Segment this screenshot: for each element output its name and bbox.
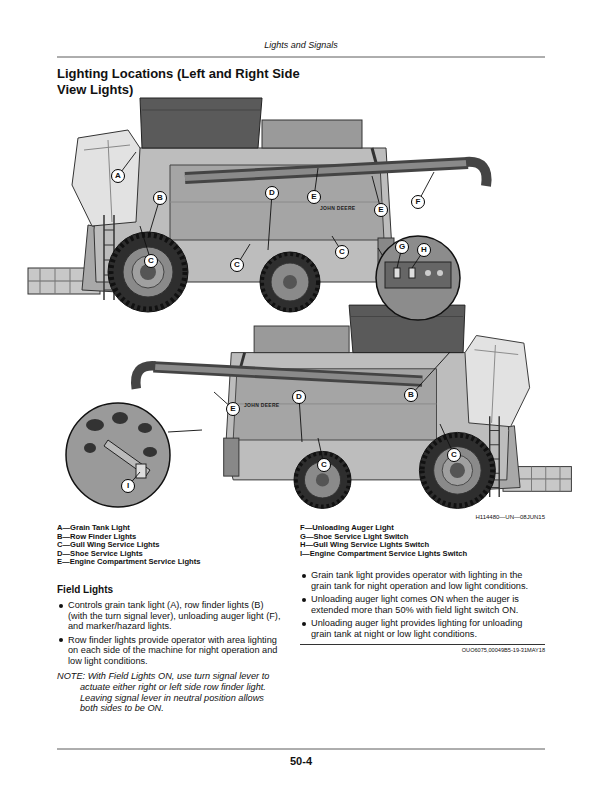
illustration-part <box>411 352 450 395</box>
illustration-part <box>138 423 152 433</box>
callout-circle: C <box>230 258 244 272</box>
callout-key: I—Engine Compartment Service Lights Swit… <box>300 550 545 559</box>
callout-circle: C <box>335 245 349 259</box>
illustration-part <box>394 268 400 278</box>
page-title: Lighting Locations (Left and Right Side … <box>57 66 307 97</box>
reference-code: OUO6075,00049B5-19-31MAY18 <box>300 647 545 653</box>
callout-letter: E <box>378 206 383 214</box>
bullet-dot <box>302 622 306 626</box>
callout-circle: G <box>395 240 409 254</box>
callout-letter: A <box>115 172 121 180</box>
callout-circle: C <box>447 448 461 462</box>
callout-letter: B <box>157 194 163 202</box>
callout-letter: C <box>321 461 327 469</box>
brand-logo: JOHN DEERE <box>244 403 289 409</box>
callout-circle: D <box>265 186 279 200</box>
illustration-part <box>84 443 96 453</box>
callout-circle: B <box>153 191 167 205</box>
callout-letter: G <box>399 243 405 251</box>
callout-letter: E <box>311 193 316 201</box>
callout-key: E—Engine Compartment Service Lights <box>57 558 297 567</box>
leader-lines <box>118 152 454 486</box>
callout-key: D—Shoe Service Lights <box>57 550 297 559</box>
bullet-dot <box>302 598 306 602</box>
callout-key: B—Row Finder Lights <box>57 533 297 542</box>
illustration-part <box>425 270 431 276</box>
bullet-text: Grain tank light provides operator with … <box>311 570 545 591</box>
callout-circle: F <box>411 195 425 209</box>
callout-key: H—Gull Wing Service Lights Switch <box>300 541 545 550</box>
illustration-part <box>66 403 170 507</box>
running-header: Lights and Signals <box>57 40 545 50</box>
bullet-text: Unloading auger light provides lighting … <box>311 618 545 639</box>
engine-switch-inset <box>66 403 202 507</box>
illustration-part <box>268 193 272 250</box>
illustration-part <box>376 236 460 320</box>
switch-inset <box>376 236 460 320</box>
callout-letter: D <box>269 189 275 197</box>
callout-letter: C <box>339 248 345 256</box>
callout-letter: C <box>234 261 240 269</box>
callout-letter: B <box>408 391 414 399</box>
illustration-part <box>112 412 128 424</box>
illustration-part <box>86 419 104 431</box>
callout-key: G—Shoe Service Light Switch <box>300 533 545 542</box>
figure-code: H114480—UN—08JUN15 <box>300 514 545 521</box>
callout-letter: D <box>296 393 302 401</box>
page-number: 50-4 <box>57 755 545 768</box>
callout-circle: C <box>317 458 331 472</box>
bullet-text: Unloading auger light comes ON when the … <box>311 594 545 615</box>
callout-circle: E <box>226 402 240 416</box>
callout-key: F—Unloading Auger Light <box>300 524 545 533</box>
callout-circle: E <box>374 203 388 217</box>
callout-circle: B <box>404 388 418 402</box>
note-text: NOTE: With Field Lights ON, use turn sig… <box>57 671 283 713</box>
callout-key: A—Grain Tank Light <box>57 524 297 533</box>
illustration-part <box>409 268 415 278</box>
callout-circle: I <box>121 479 135 493</box>
illustration-part <box>143 447 157 457</box>
callout-circle: H <box>417 243 431 257</box>
callout-letter: E <box>230 405 235 413</box>
section-rule <box>300 644 545 645</box>
callout-circle: D <box>292 390 306 404</box>
illustration-part <box>168 430 202 432</box>
section-heading: Field Lights <box>57 584 277 596</box>
illustration-part <box>136 464 146 478</box>
callout-letter: I <box>127 482 129 490</box>
callout-circle: E <box>307 190 321 204</box>
bullet-dot <box>59 604 63 608</box>
callout-circle: C <box>144 254 158 268</box>
bullet-dot <box>59 638 63 642</box>
footer-rule <box>57 749 545 750</box>
callout-key: C—Gull Wing Service Lights <box>57 541 297 550</box>
combine-left-view <box>28 98 487 312</box>
illustration-part <box>385 262 451 288</box>
bullet-dot <box>302 574 306 578</box>
callout-letter: H <box>421 246 427 254</box>
callout-circle: A <box>111 169 125 183</box>
callout-letter: F <box>416 198 421 206</box>
bullet-text: Controls grain tank light (A), row finde… <box>68 600 282 632</box>
illustration-part <box>437 270 443 276</box>
bullet-text: Row finder lights provide operator with … <box>68 635 282 667</box>
header-rule <box>57 57 545 58</box>
brand-logo: JOHN DEERE <box>320 206 365 212</box>
combine-right-view <box>136 305 572 508</box>
callout-letter: C <box>148 257 154 265</box>
callout-letter: C <box>451 451 457 459</box>
